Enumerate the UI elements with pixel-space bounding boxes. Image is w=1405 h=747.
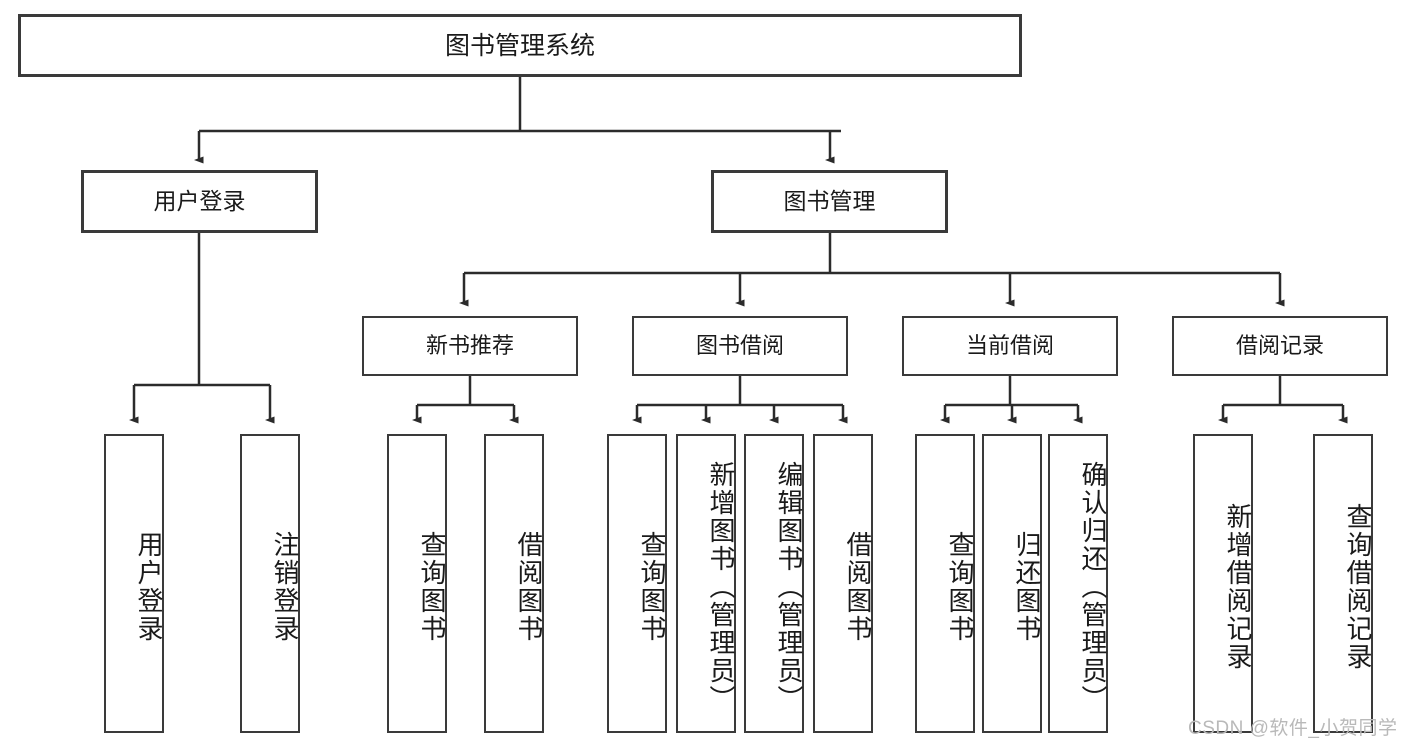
node-leaf-query-book-2[interactable]: 查询图书 xyxy=(607,434,667,733)
node-book-borrow[interactable]: 图书借阅 xyxy=(632,316,848,376)
node-user-login[interactable]: 用户登录 xyxy=(81,170,318,233)
node-label: 借阅图书 xyxy=(514,530,544,643)
node-label: 图书管理系统 xyxy=(444,31,595,60)
node-label: 查询图书 xyxy=(637,530,667,643)
node-leaf-borrow-book-2[interactable]: 借阅图书 xyxy=(813,434,873,733)
node-leaf-user-login[interactable]: 用户登录 xyxy=(104,434,164,733)
node-label: 查询借阅记录 xyxy=(1343,502,1373,671)
node-label: 用户登录 xyxy=(153,187,246,214)
node-label: 借阅图书 xyxy=(843,530,873,643)
node-label: 用户登录 xyxy=(134,530,164,643)
node-leaf-query-record[interactable]: 查询借阅记录 xyxy=(1313,434,1373,733)
node-leaf-edit-book[interactable]: 编辑图书（管理员） xyxy=(744,434,804,733)
node-label: 图书管理 xyxy=(783,187,876,214)
node-current-borrow[interactable]: 当前借阅 xyxy=(902,316,1118,376)
node-new-book-recommend[interactable]: 新书推荐 xyxy=(362,316,578,376)
node-label: 归还图书 xyxy=(1012,530,1042,643)
node-borrow-record[interactable]: 借阅记录 xyxy=(1172,316,1388,376)
node-leaf-add-book[interactable]: 新增图书（管理员） xyxy=(676,434,736,733)
node-book-manage[interactable]: 图书管理 xyxy=(711,170,948,233)
node-leaf-query-book-1[interactable]: 查询图书 xyxy=(387,434,447,733)
node-label: 图书借阅 xyxy=(695,332,784,358)
node-label: 确认归还（管理员） xyxy=(1078,460,1108,713)
node-book-management-system[interactable]: 图书管理系统 xyxy=(18,14,1022,77)
node-leaf-confirm-return[interactable]: 确认归还（管理员） xyxy=(1048,434,1108,733)
csdn-watermark: CSDN @软件_小贺同学 xyxy=(1188,718,1398,739)
node-leaf-borrow-book-1[interactable]: 借阅图书 xyxy=(484,434,544,733)
node-label: 注销登录 xyxy=(270,530,300,643)
node-label: 当前借阅 xyxy=(965,332,1054,358)
node-label: 查询图书 xyxy=(945,530,975,643)
node-label: 编辑图书（管理员） xyxy=(774,460,804,713)
node-label: 借阅记录 xyxy=(1235,332,1324,358)
node-label: 新增借阅记录 xyxy=(1223,502,1253,671)
node-label: 新增图书（管理员） xyxy=(706,460,736,713)
node-label: 新书推荐 xyxy=(425,332,514,358)
node-leaf-add-record[interactable]: 新增借阅记录 xyxy=(1193,434,1253,733)
node-label: 查询图书 xyxy=(417,530,447,643)
node-leaf-logout[interactable]: 注销登录 xyxy=(240,434,300,733)
node-leaf-query-book-3[interactable]: 查询图书 xyxy=(915,434,975,733)
node-leaf-return-book[interactable]: 归还图书 xyxy=(982,434,1042,733)
